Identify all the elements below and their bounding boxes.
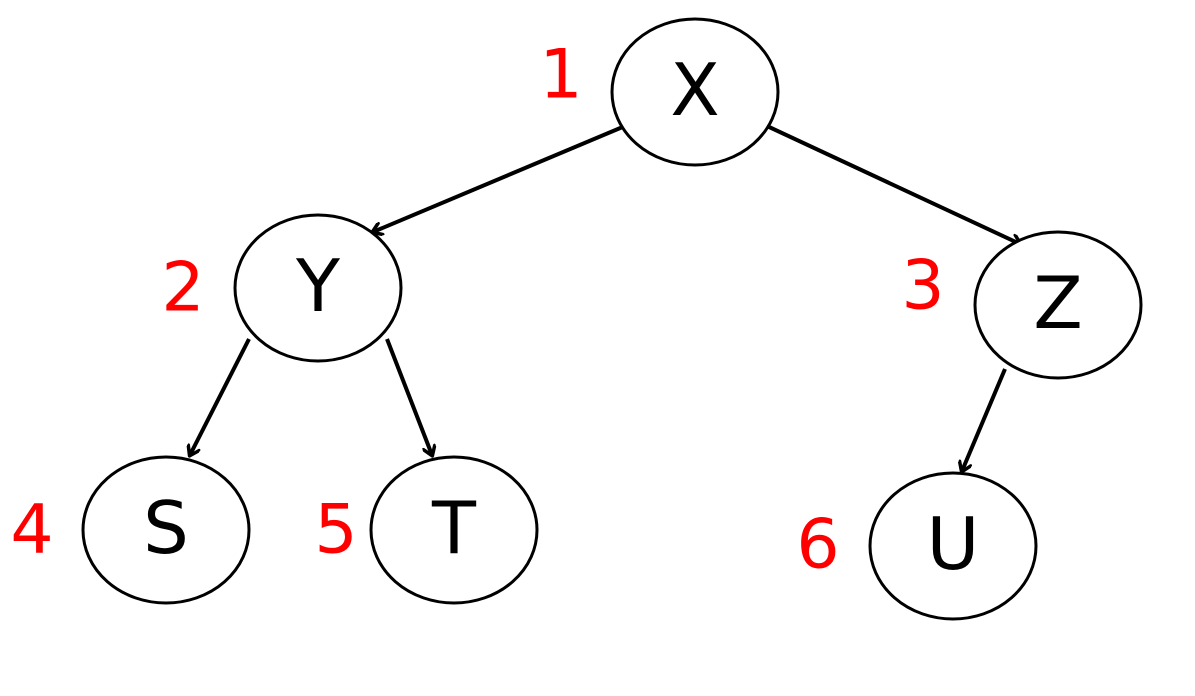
node-t-circle [369, 455, 539, 605]
edge-x-y [373, 124, 626, 232]
node-x-circle [610, 17, 780, 167]
node-z-label: Z [1033, 261, 1082, 345]
edge-z-u [962, 368, 1007, 471]
node-u-order: 6 [796, 506, 839, 585]
node-y-order: 2 [161, 249, 204, 328]
node-u-circle [868, 471, 1038, 621]
node-y-circle [233, 213, 403, 363]
node-s-circle [81, 455, 251, 605]
edge-y-s [190, 338, 251, 455]
node-s: S 4 [10, 455, 251, 605]
edges [190, 124, 1020, 471]
node-z-order: 3 [901, 247, 944, 326]
node-t-order: 5 [314, 491, 357, 570]
edge-y-t [385, 338, 432, 455]
node-x-order: 1 [539, 36, 582, 115]
node-t-label: T [431, 486, 477, 570]
node-x: X 1 [539, 17, 780, 167]
edge-x-z [766, 124, 1020, 244]
node-z-circle [973, 230, 1143, 380]
node-s-order: 4 [10, 491, 53, 570]
node-u-label: U [927, 502, 980, 586]
node-u: U 6 [796, 471, 1038, 621]
node-y-label: Y [295, 244, 341, 328]
node-x-label: X [670, 48, 719, 132]
node-y: Y 2 [161, 213, 403, 363]
node-s-label: S [143, 486, 189, 570]
node-z: Z 3 [901, 230, 1143, 380]
node-t: T 5 [314, 455, 539, 605]
